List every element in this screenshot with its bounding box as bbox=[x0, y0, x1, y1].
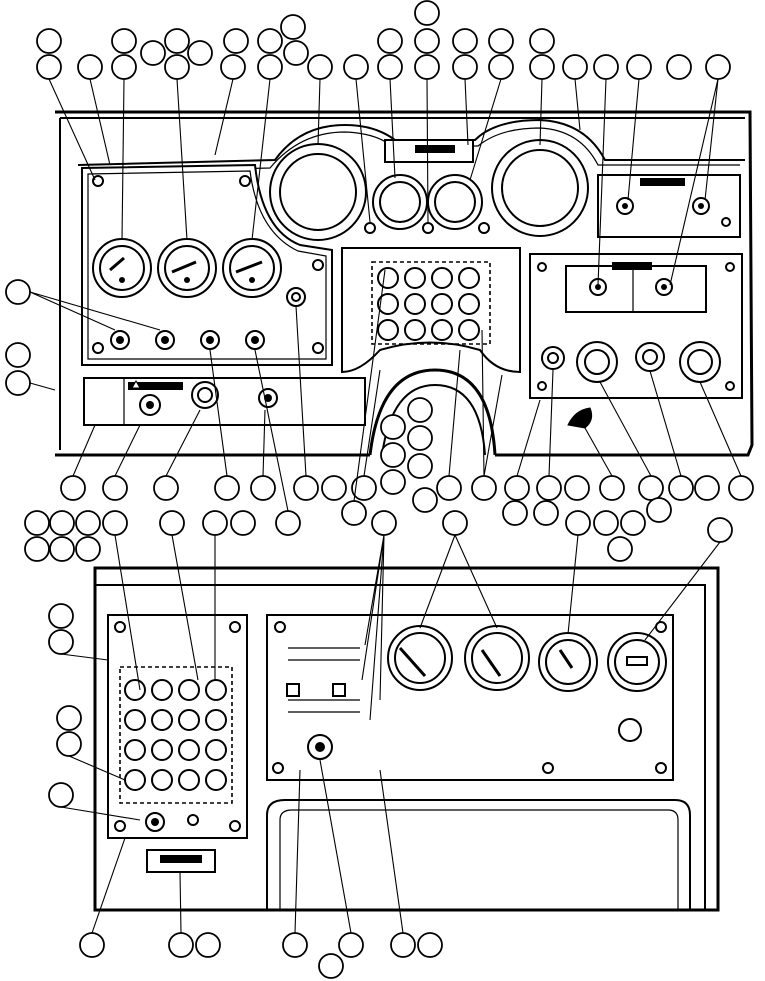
panel-bolts bbox=[92, 175, 324, 354]
hour-meter-gauge bbox=[607, 632, 667, 692]
voltmeter-gauge bbox=[387, 625, 453, 691]
upper-fuse-grid bbox=[377, 267, 480, 341]
indicator-lamp-column bbox=[286, 647, 360, 713]
warning-triangle-icon bbox=[131, 379, 141, 389]
callout-leaders-lower bbox=[60, 534, 721, 934]
lower-fuse-grid bbox=[124, 679, 227, 791]
upper-dashboard-panel bbox=[55, 110, 754, 457]
oil-pressure-gauge bbox=[92, 238, 152, 298]
callout-group-top bbox=[36, 0, 731, 80]
upper-fuse-box bbox=[341, 247, 521, 374]
lower-fuse-panel bbox=[107, 614, 248, 839]
fuel-gauge bbox=[538, 632, 598, 692]
speedometer-gauge bbox=[269, 143, 367, 241]
lower-dashboard-panel bbox=[93, 566, 720, 912]
right-upper-switch-box bbox=[597, 174, 741, 238]
callout-leaders-top bbox=[48, 78, 719, 286]
coolant-temperature-gauge bbox=[157, 238, 217, 298]
reference-callouts bbox=[5, 0, 754, 979]
callout-group-upper-bottom bbox=[60, 397, 754, 536]
callout-group-lower bbox=[24, 510, 733, 979]
lower-switch-strip bbox=[83, 377, 366, 426]
center-small-gauges bbox=[364, 139, 490, 234]
transmission-temperature-gauge bbox=[222, 238, 282, 298]
callout-leaders-upper-bottom bbox=[72, 269, 742, 512]
tachometer-gauge bbox=[491, 139, 589, 237]
toggle-switch-row bbox=[110, 287, 306, 350]
ammeter-gauge bbox=[464, 625, 530, 691]
